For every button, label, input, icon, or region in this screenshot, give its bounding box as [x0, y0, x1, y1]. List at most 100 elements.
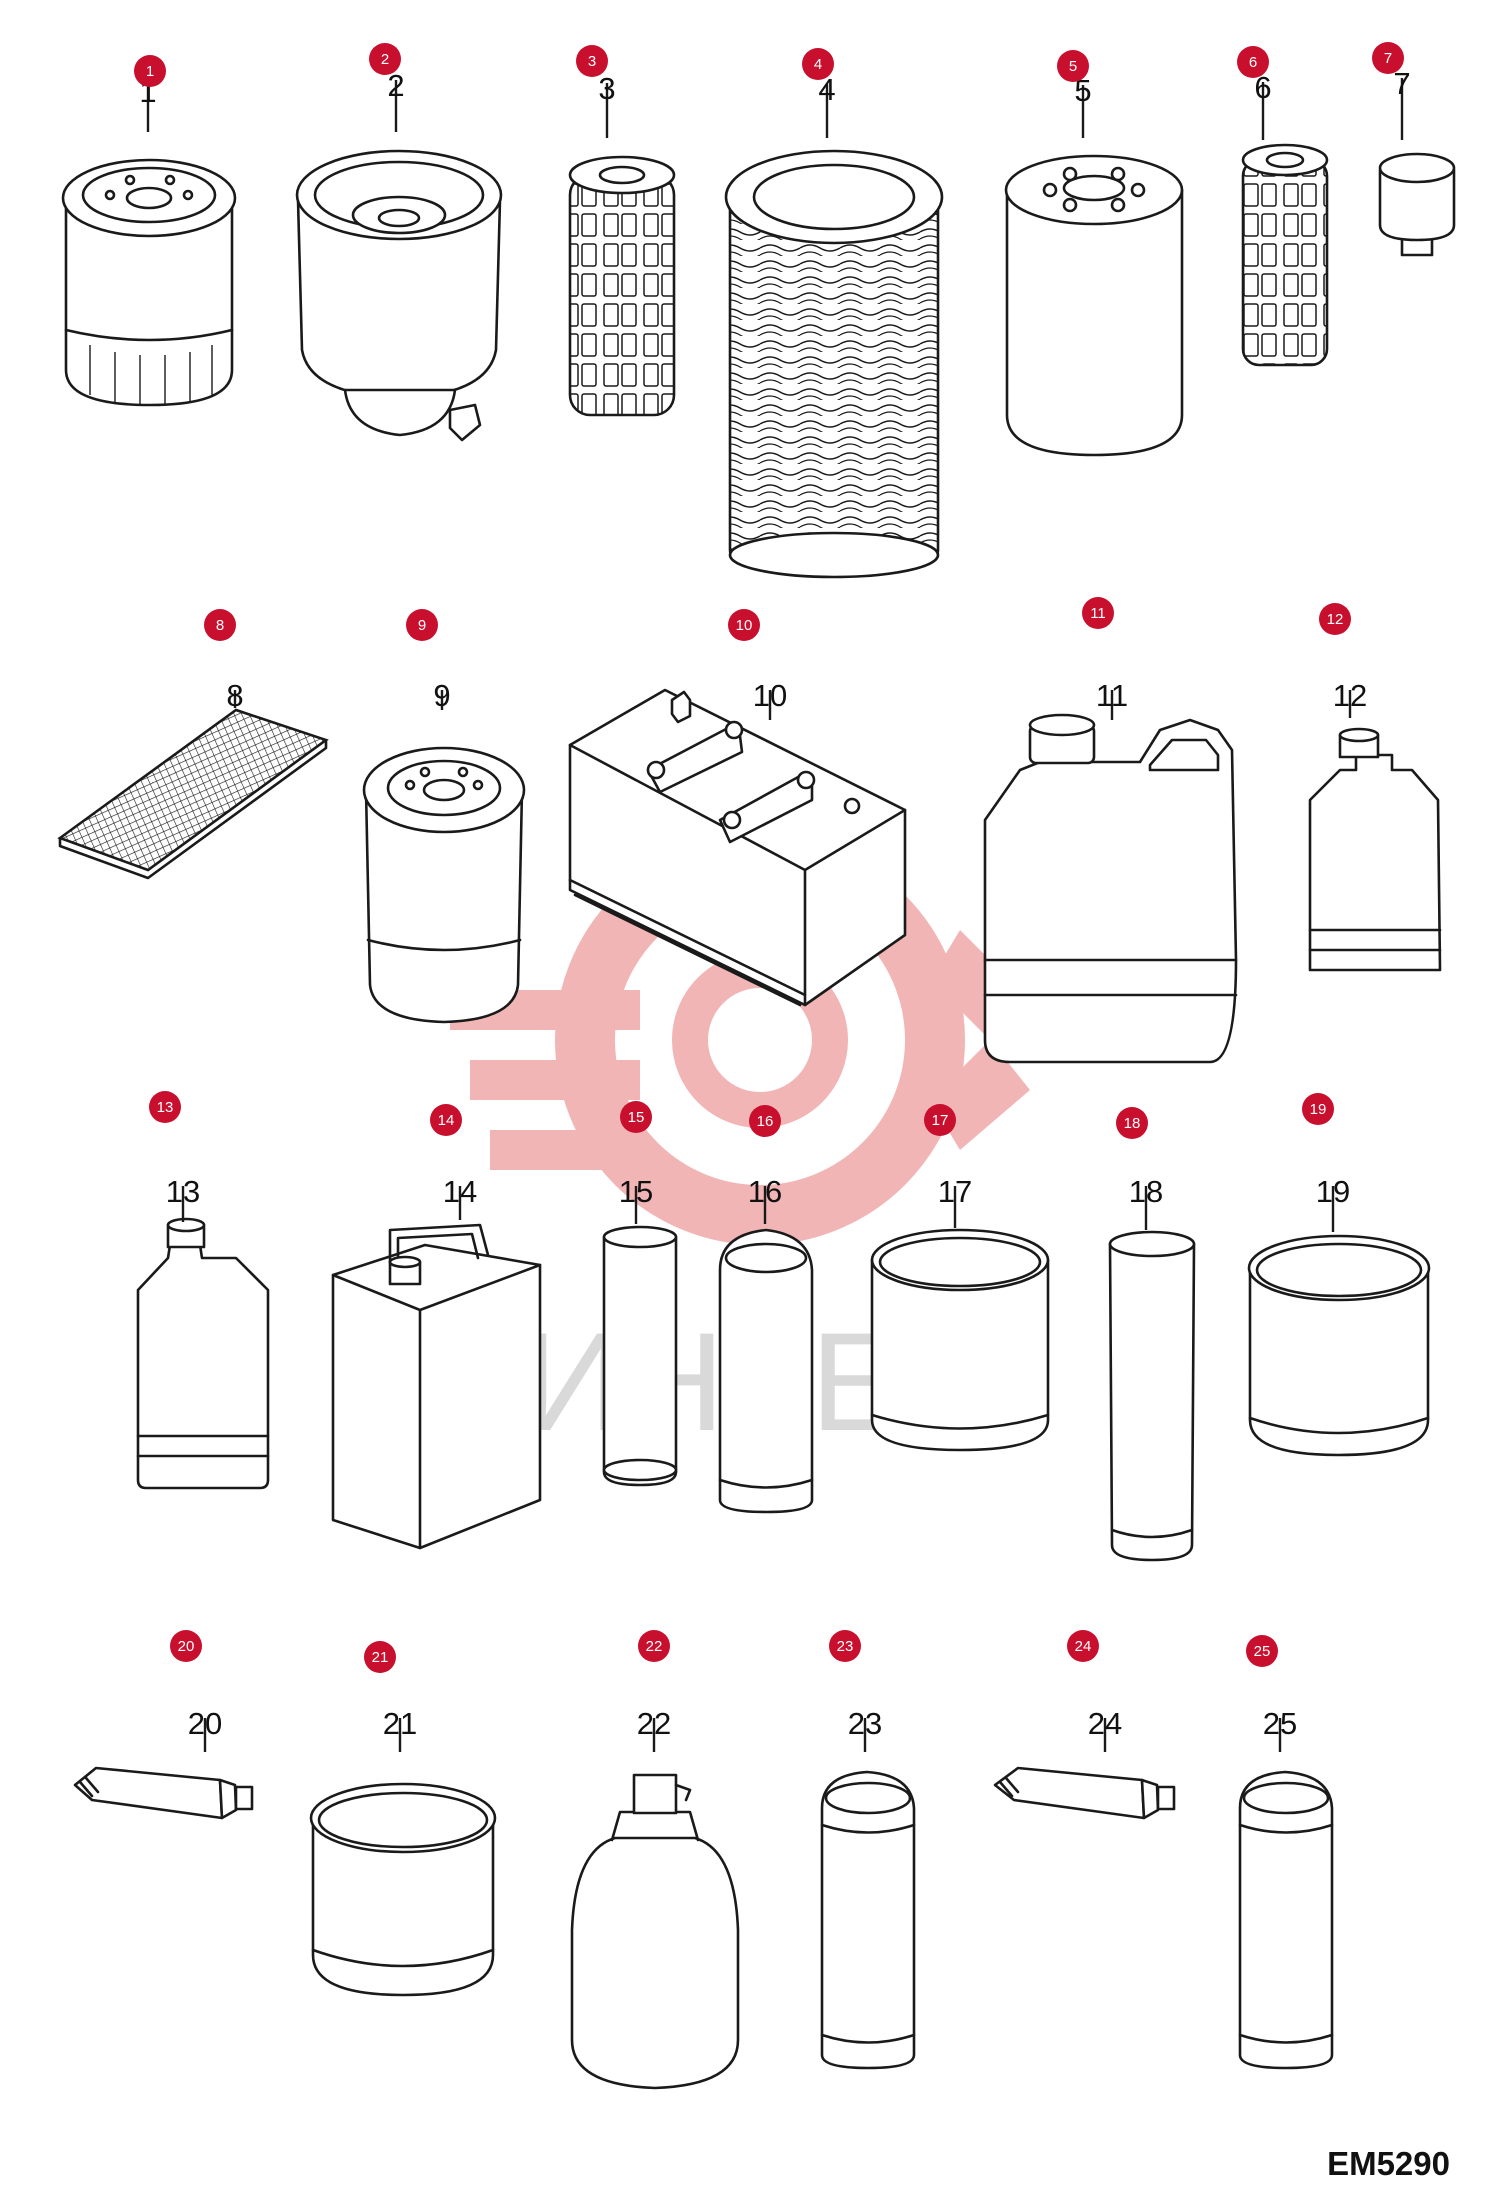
- part-number-label: 13: [166, 1174, 200, 1209]
- callout-2: 22: [369, 43, 405, 132]
- badge-number[interactable]: 14: [438, 1112, 455, 1129]
- badge-circle[interactable]: [620, 1101, 652, 1133]
- part-number-label: 8: [226, 678, 243, 713]
- badge-circle[interactable]: [829, 1630, 861, 1662]
- badge-circle[interactable]: [576, 45, 608, 77]
- badge-number[interactable]: 6: [1249, 54, 1257, 71]
- badge-circle[interactable]: [430, 1104, 462, 1136]
- badge-circle[interactable]: [749, 1105, 781, 1137]
- badge-number[interactable]: 17: [932, 1112, 949, 1129]
- badge-number[interactable]: 9: [418, 617, 426, 634]
- badge-number[interactable]: 19: [1310, 1101, 1327, 1118]
- part-13-bottle: [136, 1217, 270, 1490]
- part-3-mesh-strainer: [568, 155, 676, 417]
- badge-number[interactable]: 25: [1254, 1643, 1271, 1660]
- callout-12: 12 12: [1319, 603, 1367, 718]
- badge-circle[interactable]: [638, 1630, 670, 1662]
- part-number-label: 19: [1316, 1174, 1350, 1209]
- badge-circle[interactable]: [924, 1104, 956, 1136]
- part-number-label: 5: [1074, 73, 1091, 108]
- callout-25: 25 25: [1246, 1635, 1297, 1752]
- badge-circle[interactable]: [1237, 46, 1269, 78]
- callout-1: 11: [134, 55, 166, 132]
- badge-circle[interactable]: [1319, 603, 1351, 635]
- badge-number[interactable]: 2: [381, 51, 389, 68]
- badge-number[interactable]: 20: [178, 1638, 195, 1655]
- badge-circle[interactable]: [170, 1630, 202, 1662]
- part-number-label: 23: [848, 1706, 882, 1741]
- badge-circle[interactable]: [364, 1641, 396, 1673]
- badge-number[interactable]: 12: [1327, 611, 1344, 628]
- badge-number[interactable]: 22: [646, 1638, 663, 1655]
- badge-circle[interactable]: [1067, 1630, 1099, 1662]
- part-number-label: 21: [383, 1706, 417, 1741]
- badge-circle[interactable]: [369, 43, 401, 75]
- callout-23: 23 23: [829, 1630, 882, 1752]
- badge-circle[interactable]: [134, 55, 166, 87]
- part-number-label: 16: [748, 1174, 782, 1209]
- callout-10: 10 10: [728, 609, 787, 720]
- callout-7: 77: [1372, 42, 1411, 140]
- part-2-fuel-filter-bowl: [295, 149, 503, 442]
- badge-number[interactable]: 8: [216, 617, 224, 634]
- part-10-battery: [568, 688, 907, 1007]
- badge-circle[interactable]: [149, 1091, 181, 1123]
- badge-circle[interactable]: [1116, 1107, 1148, 1139]
- badge-number[interactable]: 3: [588, 53, 596, 70]
- badge-circle[interactable]: [204, 609, 236, 641]
- part-14-oil-can: [331, 1223, 542, 1550]
- badge-number[interactable]: 11: [1090, 605, 1106, 622]
- callout-13: 13 13: [149, 1091, 200, 1222]
- callout-3: 33: [576, 45, 616, 138]
- part-number-label: 9: [433, 678, 450, 713]
- badge-number[interactable]: 16: [757, 1113, 774, 1130]
- part-9-fuel-filter: [362, 746, 526, 1024]
- callout-6: 66: [1237, 46, 1272, 140]
- part-number-label: 6: [1254, 70, 1271, 105]
- badge-circle[interactable]: [1372, 42, 1404, 74]
- badge-number[interactable]: 18: [1124, 1115, 1141, 1132]
- part-11-canister: [983, 713, 1238, 1064]
- badge-number[interactable]: 24: [1075, 1638, 1092, 1655]
- badge-number[interactable]: 4: [814, 56, 822, 73]
- part-number-label: 25: [1263, 1706, 1297, 1741]
- badge-number[interactable]: 21: [372, 1649, 389, 1666]
- part-number-label: 15: [619, 1174, 653, 1209]
- badge-number[interactable]: 13: [157, 1099, 174, 1116]
- part-number-label: 18: [1129, 1174, 1163, 1209]
- badge-circle[interactable]: [1246, 1635, 1278, 1667]
- callout-8: 88: [204, 609, 244, 713]
- part-8-cabin-air-filter: [57, 708, 329, 880]
- part-number-label: 12: [1333, 678, 1367, 713]
- part-7-breather: [1378, 152, 1456, 257]
- badge-number[interactable]: 15: [628, 1109, 645, 1126]
- callout-21: 21 21: [364, 1641, 417, 1752]
- badge-number[interactable]: 1: [146, 63, 154, 80]
- callout-14: 14 14: [430, 1104, 477, 1220]
- part-1-oil-filter: [61, 158, 237, 407]
- badge-circle[interactable]: [1302, 1093, 1334, 1125]
- part-12-bottle: [1308, 727, 1442, 972]
- badge-circle[interactable]: [1057, 50, 1089, 82]
- badge-number[interactable]: 7: [1384, 50, 1392, 67]
- badge-circle[interactable]: [1082, 597, 1114, 629]
- badge-number[interactable]: 5: [1069, 58, 1077, 75]
- part-21-tin: [309, 1782, 497, 1997]
- part-number-label: 20: [188, 1706, 222, 1741]
- callout-9: 99: [406, 609, 451, 713]
- badge-circle[interactable]: [406, 609, 438, 641]
- badge-circle[interactable]: [728, 609, 760, 641]
- badge-number[interactable]: 23: [837, 1638, 854, 1655]
- part-number-label: 4: [818, 72, 835, 107]
- badge-number[interactable]: 10: [736, 617, 753, 634]
- part-number-label: 14: [443, 1174, 477, 1209]
- part-number-label: 10: [753, 678, 787, 713]
- badge-circle[interactable]: [802, 48, 834, 80]
